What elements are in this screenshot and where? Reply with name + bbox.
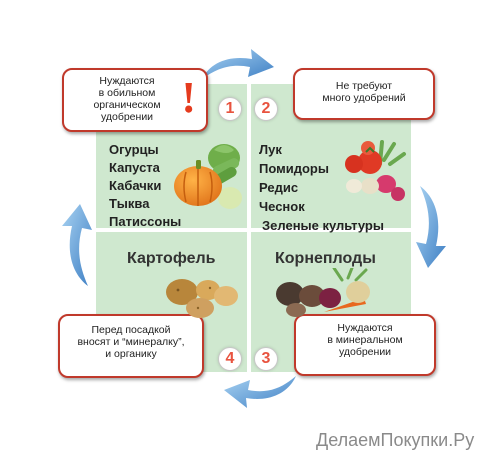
pumpkin-vegetables-illustration xyxy=(174,144,242,209)
cycle-arrow-bottom-icon xyxy=(224,376,296,408)
callout-3-line: удобрении xyxy=(338,346,392,358)
callout-quadrant-2: Не требуют много удобрений xyxy=(293,68,435,120)
callout-quadrant-4: Перед посадкой вносят и “минералку”, и о… xyxy=(58,314,204,378)
callout-quadrant-1: Нуждаются в обильном органическом удобре… xyxy=(62,68,208,132)
callout-1-line: Нуждаются xyxy=(99,75,155,87)
crop-item: Кабачки xyxy=(109,178,162,193)
callout-3-line: Нуждаются xyxy=(337,322,393,334)
crop-item: Капуста xyxy=(109,160,160,175)
crop-item: Редис xyxy=(259,180,299,195)
callout-1-line: органическом xyxy=(93,99,161,111)
crop-list-quadrant-2: Лук Помидоры Редис Чеснок Зеленые культу… xyxy=(259,140,384,235)
step-badge-4: 4 xyxy=(218,347,242,371)
callout-3-line: в минеральном xyxy=(327,334,403,346)
tomatoes-radish-illustration xyxy=(345,140,406,201)
callout-quadrant-3: Нуждаются в минеральном удобрении xyxy=(294,314,436,376)
crop-item: Огурцы xyxy=(109,142,159,157)
watermark: ДелаемПокупки.Ру xyxy=(316,430,475,450)
callout-1-line: удобрении xyxy=(100,111,154,123)
quadrant-4-title: Картофель xyxy=(127,250,216,267)
root-vegetables-illustration xyxy=(276,268,370,317)
crop-item: Патиссоны xyxy=(109,214,182,229)
cycle-arrow-right-icon xyxy=(416,186,446,268)
callout-4-line: Перед посадкой xyxy=(91,324,171,336)
callout-4-line: вносят и “минералку”, xyxy=(77,336,185,348)
cycle-arrow-top-icon xyxy=(202,49,274,79)
potatoes-illustration xyxy=(166,279,238,318)
quadrant-3-title: Корнеплоды xyxy=(275,250,376,267)
callout-4-line: и органику xyxy=(105,348,157,360)
crop-item: Помидоры xyxy=(259,161,329,176)
crop-item: Чеснок xyxy=(259,199,305,214)
crop-item: Тыква xyxy=(109,196,150,211)
callout-2-line: Не требуют xyxy=(335,80,393,92)
callout-2-line: много удобрений xyxy=(322,92,406,104)
step-badge-2: 2 xyxy=(254,97,278,121)
step-badge-1: 1 xyxy=(218,97,242,121)
crop-list-quadrant-1: Огурцы Капуста Кабачки Тыква Патиссоны xyxy=(109,141,181,231)
step-badge-3: 3 xyxy=(254,347,278,371)
cycle-arrow-left-icon xyxy=(62,204,92,286)
crop-item: Зеленые культуры xyxy=(262,218,384,233)
callout-1-line: в обильном xyxy=(98,87,156,99)
crop-item: Лук xyxy=(259,142,282,157)
exclamation-mark: ! xyxy=(181,73,196,122)
